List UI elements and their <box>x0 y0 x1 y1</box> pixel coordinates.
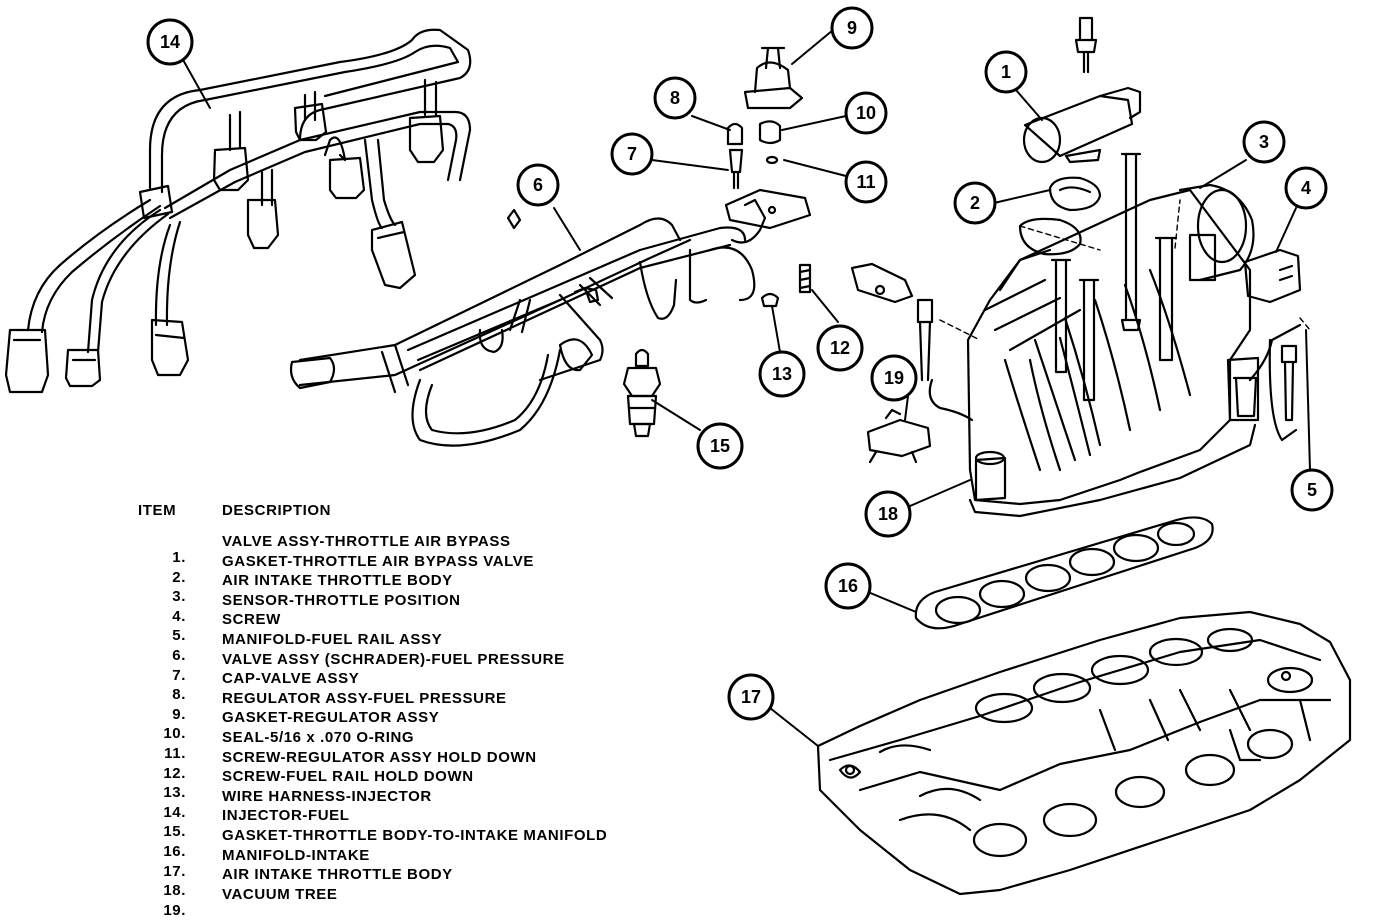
legend-description: SCREW-FUEL RAIL HOLD DOWN <box>222 768 474 786</box>
callout-17 <box>727 673 775 721</box>
legend-number: 9. <box>172 705 186 723</box>
wire-harness-injector <box>4 28 472 394</box>
legend-description: SENSOR-THROTTLE POSITION <box>222 591 461 609</box>
callout-labels: 1 2 3 4 5 6 7 8 9 10 11 12 13 14 15 16 1… <box>160 18 1317 707</box>
legend-descriptions: VALVE ASSY-THROTTLE AIR BYPASS GASKET-TH… <box>222 532 607 904</box>
legend-number: 1. <box>172 549 186 566</box>
callout-label-4: 4 <box>1301 178 1311 198</box>
legend-description: INJECTOR-FUEL <box>222 807 350 825</box>
legend-number: 11. <box>164 744 186 762</box>
legend-description: VACUUM TREE <box>222 885 338 903</box>
throttle-body-gasket <box>914 516 1214 630</box>
legend-description: CAP-VALVE ASSY <box>222 670 360 688</box>
legend-numbers: 1. 2. 3. 4. 5. 6. 7. 8. 9. 10. 11. 12. 1… <box>150 548 186 920</box>
legend-description: VALVE ASSY (SCHRADER)-FUEL PRESSURE <box>222 650 565 668</box>
legend-header-description: DESCRIPTION <box>222 502 332 519</box>
legend-description: MANIFOLD-FUEL RAIL ASSY <box>222 630 443 648</box>
callout-label-18: 18 <box>878 504 898 524</box>
legend-number: 8. <box>172 686 186 704</box>
legend-description: SCREW-REGULATOR ASSY HOLD DOWN <box>222 748 537 766</box>
callout-18 <box>864 490 912 538</box>
callout-label-2: 2 <box>970 193 980 213</box>
callout-19 <box>870 354 918 402</box>
fuel-rail-assembly <box>289 198 767 447</box>
legend-description: GASKET-THROTTLE BODY-TO-INTAKE MANIFOLD <box>222 826 608 844</box>
callout-13 <box>758 350 806 398</box>
callout-label-3: 3 <box>1259 132 1269 152</box>
callout-label-14: 14 <box>160 32 180 52</box>
regulator-parts <box>506 46 812 308</box>
legend-number: 2. <box>172 568 186 586</box>
callout-2 <box>953 181 997 225</box>
callout-11 <box>844 160 888 204</box>
callout-bubbles <box>146 6 1334 721</box>
legend-description: SCREW <box>222 611 281 629</box>
callout-label-7: 7 <box>627 144 637 164</box>
legend-number: 3. <box>172 588 186 606</box>
callout-1 <box>984 50 1028 94</box>
legend-number: 15. <box>163 823 186 841</box>
callout-12 <box>816 324 864 372</box>
legend-description: AIR INTAKE THROTTLE BODY <box>222 572 453 590</box>
legend-number: 4. <box>172 607 186 625</box>
legend-header-item: ITEM <box>138 502 177 519</box>
legend-description: GASKET-REGULATOR ASSY <box>222 709 440 727</box>
callout-5 <box>1290 468 1334 512</box>
upper-intake-manifold <box>850 16 1311 518</box>
callout-4 <box>1284 166 1328 210</box>
legend-description: AIR INTAKE THROTTLE BODY <box>222 866 453 884</box>
fuel-injector <box>622 348 662 438</box>
legend-number: 5. <box>172 627 186 645</box>
legend-description: MANIFOLD-INTAKE <box>222 846 370 864</box>
legend-description: REGULATOR ASSY-FUEL PRESSURE <box>222 689 507 707</box>
legend-number: 10. <box>163 725 186 743</box>
callout-label-19: 19 <box>884 368 904 388</box>
callout-label-12: 12 <box>830 338 850 358</box>
callout-label-11: 11 <box>856 172 875 192</box>
lower-intake-manifold <box>816 610 1352 896</box>
legend-number: 17. <box>163 862 186 880</box>
callout-16 <box>824 562 872 610</box>
callout-label-6: 6 <box>533 175 543 195</box>
legend-number: 6. <box>172 646 186 664</box>
legend-number: 7. <box>172 666 186 684</box>
callout-9 <box>830 6 874 50</box>
callout-6 <box>516 163 560 207</box>
callout-10 <box>844 91 888 135</box>
callout-3 <box>1242 120 1286 164</box>
leader-lines <box>181 29 1311 747</box>
callout-label-16: 16 <box>838 576 858 596</box>
legend-number: 13. <box>163 784 186 802</box>
callout-8 <box>653 76 697 120</box>
callout-15 <box>696 422 744 470</box>
callout-label-8: 8 <box>670 88 680 108</box>
callout-label-9: 9 <box>847 18 857 38</box>
callout-label-15: 15 <box>710 436 730 456</box>
callout-label-13: 13 <box>772 364 792 384</box>
legend-description: SEAL-5/16 x .070 O-RING <box>222 728 415 746</box>
legend-description: VALVE ASSY-THROTTLE AIR BYPASS <box>222 533 511 550</box>
callout-label-10: 10 <box>856 103 876 123</box>
legend-number: 18. <box>163 882 186 900</box>
legend-number: 12. <box>163 764 186 782</box>
legend-number: 16. <box>163 842 186 860</box>
callout-label-5: 5 <box>1307 480 1317 500</box>
legend-number: 14. <box>163 803 186 821</box>
callout-7 <box>610 132 654 176</box>
legend-description: GASKET-THROTTLE AIR BYPASS VALVE <box>222 552 534 570</box>
callout-label-1: 1 <box>1001 62 1011 82</box>
callout-label-17: 17 <box>741 687 761 707</box>
callout-14 <box>146 18 194 66</box>
legend-description: WIRE HARNESS-INJECTOR <box>222 787 432 805</box>
